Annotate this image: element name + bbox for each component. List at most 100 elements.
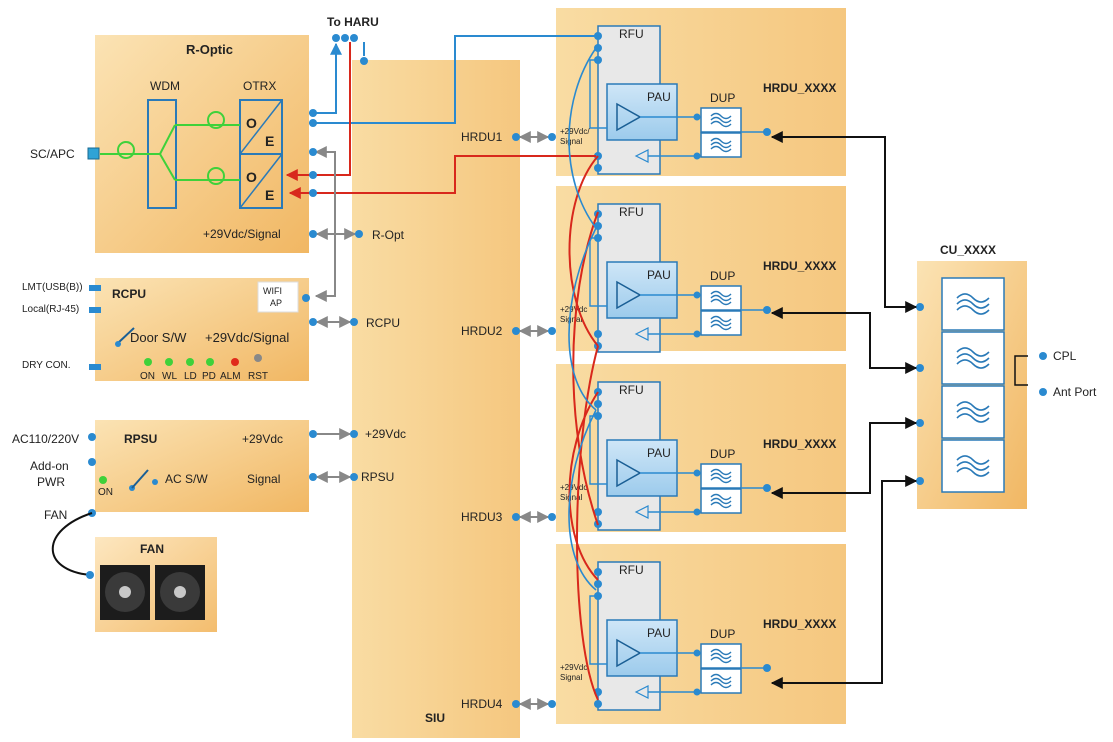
ap-label: AP: [270, 298, 282, 308]
led-alm-label: ALM: [220, 371, 241, 382]
hrdu1-label: HRDU1: [461, 130, 503, 144]
dup-port[interactable]: [763, 484, 771, 492]
led-wl-label: WL: [162, 371, 177, 382]
rfu-port[interactable]: [594, 32, 602, 40]
hrdu-power-label: +29Vdc/: [560, 127, 590, 136]
door-sw-label: Door S/W: [130, 330, 187, 345]
led-ld-label: LD: [184, 371, 197, 382]
dry-label: DRY CON.: [22, 360, 71, 371]
dup-port[interactable]: [763, 306, 771, 314]
otrx-o2: O: [246, 169, 257, 185]
hrdu3-label: HRDU3: [461, 510, 503, 524]
rpsu-on-label: ON: [98, 487, 113, 498]
amplifier-icon: [616, 638, 642, 668]
pwr-label: PWR: [37, 475, 65, 489]
pau-box: [606, 83, 678, 141]
pau-box: [606, 439, 678, 497]
rfu-label: RFU: [619, 27, 644, 41]
led-ld: [186, 358, 194, 366]
r-opt-label: R-Opt: [372, 228, 405, 242]
hrdu-power-label: +29Vdc: [560, 663, 587, 672]
pau-label: PAU: [647, 626, 671, 640]
otrx-label: OTRX: [243, 79, 276, 93]
hrdu4-label: HRDU4: [461, 697, 503, 711]
fan-icon: [100, 565, 150, 620]
led-rst-label: RST: [248, 371, 268, 382]
cu-title: CU_XXXX: [940, 243, 996, 257]
rfu-port[interactable]: [594, 580, 602, 588]
amplifier-icon: [616, 102, 642, 132]
rst-button[interactable]: [254, 354, 262, 362]
connection-lines: To HARU: [285, 15, 918, 710]
sc-apc-port[interactable]: [87, 147, 100, 160]
lmt-port[interactable]: [89, 285, 101, 291]
rpsu-title: RPSU: [124, 432, 157, 446]
rfu-port[interactable]: [594, 164, 602, 172]
cpl-port[interactable]: [1039, 352, 1047, 360]
siu-29v-label: +29Vdc: [365, 427, 406, 441]
led-on-label: ON: [140, 371, 155, 382]
local-port[interactable]: [89, 307, 101, 313]
hrdu-power-label: +29Vdc: [560, 483, 587, 492]
led-pd-label: PD: [202, 371, 216, 382]
ant-port-label: Ant Port: [1053, 385, 1097, 399]
fiber-lines: [100, 111, 240, 185]
cu-block: CU_XXXX CPL Ant Port: [916, 243, 1097, 509]
rpsu-signal-label: Signal: [247, 472, 280, 486]
rfu-port[interactable]: [594, 330, 602, 338]
wdm-label: WDM: [150, 79, 180, 93]
otrx-o1: O: [246, 115, 257, 131]
rcpu-block: RCPU LMT(USB(B)) Local(RJ-45) DRY CON. W…: [22, 278, 309, 382]
hrdu2-label: HRDU2: [461, 324, 503, 338]
rfu-port[interactable]: [594, 568, 602, 576]
pau-label: PAU: [647, 268, 671, 282]
hrdu-title: HRDU_XXXX: [763, 259, 836, 273]
ac-input-label: AC110/220V: [12, 432, 79, 446]
pau-box: [606, 261, 678, 319]
fan-port-label: FAN: [44, 508, 67, 522]
dry-port[interactable]: [89, 364, 101, 370]
pau-box: [606, 619, 678, 677]
roptic-title: R-Optic: [186, 42, 233, 57]
pau-label: PAU: [647, 446, 671, 460]
rfu-port[interactable]: [594, 508, 602, 516]
dup-port[interactable]: [763, 128, 771, 136]
roptic-power-label: +29Vdc/Signal: [203, 227, 281, 241]
lmt-label: LMT(USB(B)): [22, 282, 83, 293]
rpsu-on-led: [99, 476, 107, 484]
dup-label: DUP: [710, 627, 735, 641]
ac-switch[interactable]: [131, 469, 149, 489]
hrdu-signal-label: Signal: [560, 493, 582, 502]
led-wl: [165, 358, 173, 366]
dup-port[interactable]: [763, 664, 771, 672]
rpsu-block: RPSU AC110/220V Add-on PWR ON AC S/W +29…: [12, 420, 309, 517]
amplifier-icon: [616, 458, 642, 488]
siu-title: SIU: [425, 711, 445, 725]
addon-label: Add-on: [30, 459, 69, 473]
led-alm: [231, 358, 239, 366]
rfu-port[interactable]: [594, 400, 602, 408]
hrdu-title: HRDU_XXXX: [763, 617, 836, 631]
rfu-port[interactable]: [594, 700, 602, 708]
ac-sw-label: AC S/W: [165, 472, 208, 486]
otrx-e2: E: [265, 187, 274, 203]
rfu-port[interactable]: [594, 44, 602, 52]
to-haru-label: To HARU: [327, 15, 379, 29]
amplifier-icon: [616, 280, 642, 310]
siu-block: SIU: [352, 60, 520, 738]
otrx-e1: E: [265, 133, 274, 149]
led-on: [144, 358, 152, 366]
dup-label: DUP: [710, 91, 735, 105]
hrdu-signal-label: Signal: [560, 673, 582, 682]
siu-rcpu-label: RCPU: [366, 316, 400, 330]
fan-block: FAN FAN: [44, 508, 217, 632]
hrdu-signal-label: Signal: [560, 315, 582, 324]
ant-port[interactable]: [1039, 388, 1047, 396]
sc-apc-label: SC/APC: [30, 147, 75, 161]
rpsu-29v-label: +29Vdc: [242, 432, 283, 446]
siu-rpsu-label: RPSU: [361, 470, 394, 484]
hrdu-power-label: +29Vdc: [560, 305, 587, 314]
